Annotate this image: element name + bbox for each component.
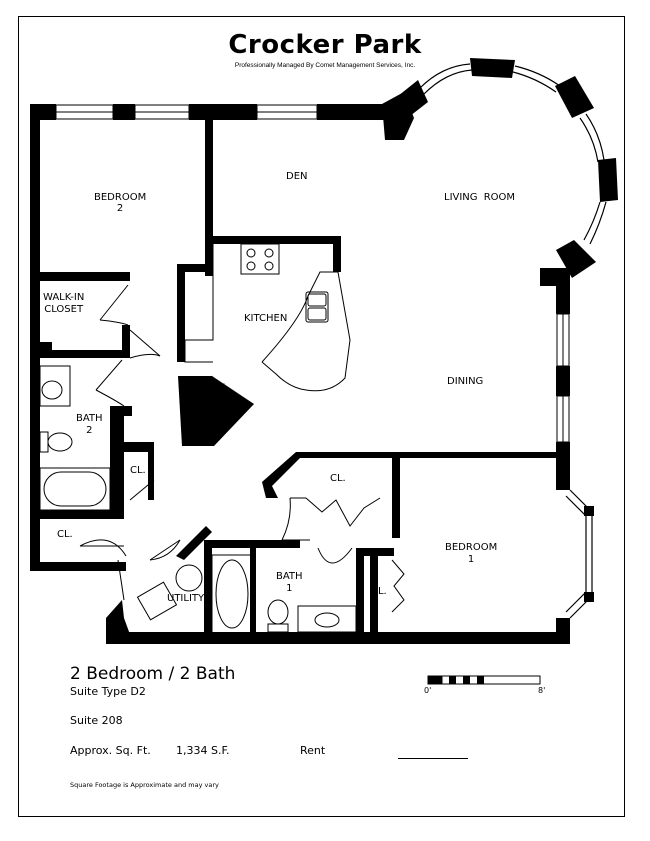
room-label-den: DEN <box>286 171 308 182</box>
bay-posts <box>584 506 594 602</box>
unit-type: 2 Bedroom / 2 Bath <box>70 664 236 684</box>
suite-number: Suite 208 <box>70 714 123 727</box>
property-title: Crocker Park <box>228 30 422 60</box>
rent-blank-line <box>398 758 468 759</box>
room-label-bath1: BATH 1 <box>276 571 303 594</box>
room-label-walk-in-closet: WALK-IN CLOSET <box>43 292 85 315</box>
sqft-label: Approx. Sq. Ft. <box>70 744 151 757</box>
fixtures <box>39 243 357 634</box>
rent-label: Rent <box>300 744 326 757</box>
room-label-utility: UTILITY <box>167 593 205 604</box>
room-label-dining: DINING <box>447 376 484 387</box>
room-label-kitchen: KITCHEN <box>244 313 288 324</box>
scale-start-label: 0' <box>424 686 432 695</box>
suite-type: Suite Type D2 <box>70 685 146 698</box>
bay-window <box>419 63 607 619</box>
page-frame <box>18 16 625 817</box>
windows <box>55 104 570 443</box>
sqft-value: 1,334 S.F. <box>176 744 230 757</box>
room-label-closet-bath2: CL. <box>130 465 146 476</box>
room-label-bedroom2: BEDROOM 2 <box>94 192 147 214</box>
scale-bar <box>427 675 541 685</box>
room-label-bedroom1: BEDROOM 1 <box>445 542 498 565</box>
room-label-closet-bedroom1: CL. <box>371 586 387 597</box>
room-label-bath2: BATH 2 <box>76 413 103 436</box>
room-label-closet-bottom-left: CL. <box>57 529 73 540</box>
walls <box>30 58 618 644</box>
disclaimer: Square Footage is Approximate and may va… <box>70 781 219 789</box>
management-subtitle: Professionally Managed By Comet Manageme… <box>234 62 416 69</box>
room-label-living-room: LIVING ROOM <box>444 192 516 203</box>
room-label-closet-center: CL. <box>330 473 346 484</box>
doors <box>79 284 405 613</box>
scale-end-label: 8' <box>538 686 546 695</box>
